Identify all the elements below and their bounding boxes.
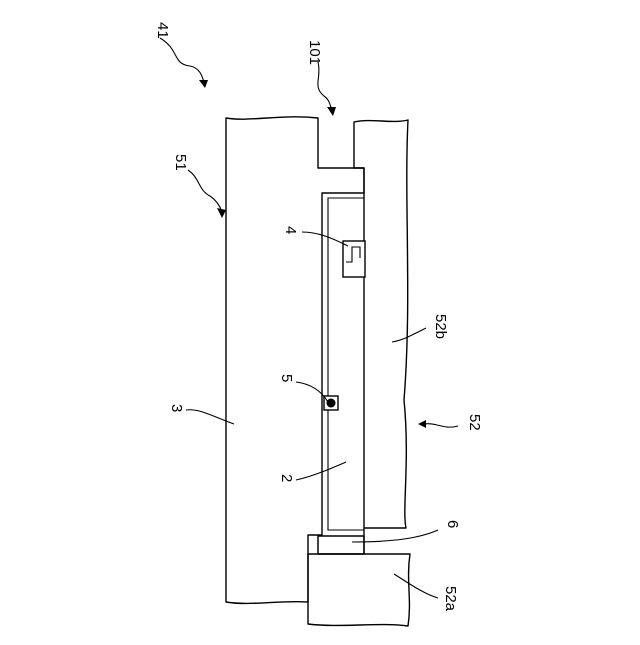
element-4-component xyxy=(343,241,365,277)
label-6: 6 xyxy=(444,520,461,528)
member-52a-outline xyxy=(308,554,410,626)
label-52: 52 xyxy=(466,414,483,431)
leader-51-arrowhead xyxy=(217,208,226,218)
leader-101 xyxy=(318,62,332,110)
label-52a: 52a xyxy=(442,586,459,612)
label-2: 2 xyxy=(278,474,295,482)
label-3: 3 xyxy=(168,404,185,412)
label-5: 5 xyxy=(278,374,295,382)
label-101: 101 xyxy=(306,40,323,65)
leader-2 xyxy=(296,462,346,480)
leader-41 xyxy=(160,38,204,82)
label-41: 41 xyxy=(154,22,171,39)
label-4: 4 xyxy=(282,226,299,234)
label-51: 51 xyxy=(172,154,189,171)
leader-52a xyxy=(394,574,438,598)
element-6-spacer xyxy=(318,536,364,554)
leader-3 xyxy=(186,410,234,424)
label-52b: 52b xyxy=(432,314,449,339)
leader-6 xyxy=(352,530,438,542)
leader-52b xyxy=(392,328,426,342)
leader-41-arrowhead xyxy=(199,80,208,88)
leader-4 xyxy=(302,232,348,246)
leader-52 xyxy=(424,424,458,427)
member-52b-outline xyxy=(354,120,408,528)
leader-52-arrowhead xyxy=(418,420,426,428)
leader-5 xyxy=(296,382,328,402)
leader-51 xyxy=(188,170,222,212)
leader-101-arrowhead xyxy=(327,107,336,116)
element-5-dot xyxy=(327,399,336,408)
